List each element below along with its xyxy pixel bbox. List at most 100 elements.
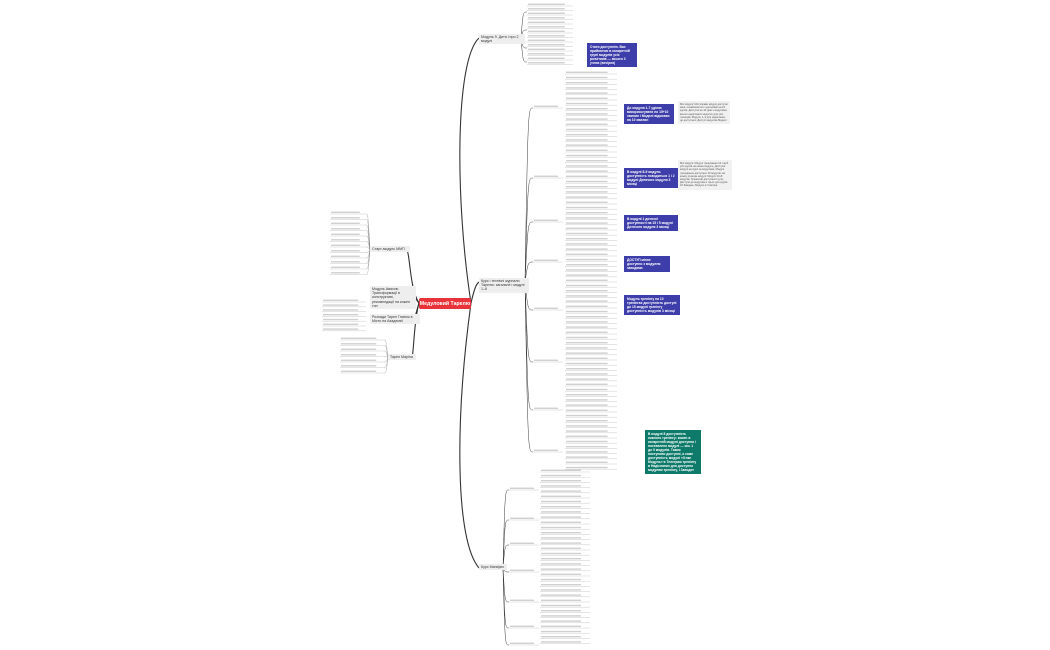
leaf-text-placeholder [528, 57, 565, 59]
leaf-text-placeholder [566, 196, 608, 198]
branch-module-9[interactable]: Модуль 9. Дитя і про 2 модулі [479, 34, 525, 45]
leaf-text-placeholder [566, 357, 608, 359]
leaf-text-placeholder [566, 420, 608, 422]
branch-start-module[interactable]: Старт-модуль ММП [370, 246, 410, 253]
connector-line [383, 357, 389, 374]
leaf-text-placeholder [541, 604, 581, 607]
leaf-text-placeholder [541, 469, 581, 471]
leaf-text-placeholder [566, 373, 608, 375]
leaf-text-placeholder [566, 394, 608, 396]
connector-line [365, 235, 371, 251]
branch-course-manifest[interactable]: Курс Маніфес [479, 564, 507, 571]
branch-tarel-marina[interactable]: Тарел Маріна [388, 354, 416, 361]
leaf-text-placeholder [566, 362, 608, 365]
leaf-text-placeholder [323, 323, 359, 325]
leaf-text-placeholder [566, 440, 608, 443]
leaf-text-placeholder [534, 307, 558, 309]
leaf-text-placeholder [566, 144, 608, 146]
leaf-text-placeholder [566, 378, 608, 380]
leaf-text-placeholder [341, 337, 377, 339]
callout-module-1: В модулі 1 дитячої доступності на 15 і 5… [624, 215, 678, 231]
leaf-text-placeholder [566, 404, 608, 406]
leaf-text-placeholder [341, 348, 377, 350]
leaf-text-placeholder [323, 328, 359, 330]
leaf-text-placeholder [566, 466, 608, 469]
connector-line [406, 249, 420, 304]
leaf-text-placeholder [541, 584, 581, 586]
leaf-text-placeholder [566, 82, 608, 84]
connector-line [383, 357, 389, 363]
connector-line [365, 241, 371, 251]
leaf-text-placeholder [541, 542, 581, 544]
connector-line [365, 249, 371, 275]
leaf-text-placeholder [566, 175, 608, 177]
leaf-text-placeholder [528, 17, 565, 19]
leaf-text-placeholder [541, 573, 581, 575]
leaf-text-placeholder [541, 636, 581, 638]
leaf-text-placeholder [566, 342, 608, 344]
connector-line [520, 11, 528, 39]
leaf-text-placeholder [566, 149, 608, 151]
leaf-text-placeholder [566, 253, 608, 255]
connector-line [365, 230, 371, 251]
leaf-text-placeholder [341, 354, 377, 356]
connector-line [502, 544, 510, 569]
branch-course-technical[interactable]: Курс і технічні журнали Тарелю: загальне… [479, 278, 529, 293]
leaf-text-placeholder [541, 480, 581, 482]
central-topic[interactable]: Медуловий Тарелю [419, 298, 471, 309]
leaf-text-placeholder [541, 630, 581, 633]
leaf-text-placeholder [566, 269, 608, 271]
leaf-text-placeholder [566, 238, 608, 240]
leaf-text-placeholder [566, 76, 608, 79]
connector-line [383, 339, 389, 359]
leaf-text-placeholder [566, 347, 608, 349]
connector-line [383, 345, 389, 359]
leaf-text-placeholder [566, 435, 608, 437]
leaf-text-placeholder [341, 365, 377, 367]
connector-line [524, 107, 534, 283]
leaf-text-placeholder [541, 594, 581, 596]
leaf-text-placeholder [510, 599, 534, 601]
leaf-text-placeholder [566, 243, 608, 245]
callout-access-measures: ДОСТУП мінне доступно з модулем заходами [624, 256, 670, 272]
leaf-text-placeholder [534, 407, 558, 409]
leaf-text-placeholder [541, 547, 581, 549]
connector-line [459, 37, 480, 304]
leaf-text-placeholder [541, 558, 581, 560]
leaf-text-placeholder [331, 239, 360, 241]
leaf-text-placeholder [323, 299, 359, 301]
leaf-text-placeholder [341, 343, 377, 345]
leaf-text-placeholder [566, 305, 608, 307]
leaf-text-placeholder [331, 211, 360, 213]
leaf-text-placeholder [541, 506, 581, 508]
branch-rozlady[interactable]: Розлади Тарел Гнатюк в Місто на Академиї [370, 314, 420, 325]
leaf-text-placeholder [323, 314, 359, 316]
leaf-text-placeholder [541, 615, 581, 617]
leaf-text-placeholder [566, 134, 608, 136]
branch-avakhov[interactable]: Модуль Авахов: Трансформації в конструкт… [370, 286, 416, 310]
leaf-text-placeholder [566, 258, 608, 261]
leaf-text-placeholder [566, 461, 608, 463]
leaf-text-placeholder [566, 201, 608, 203]
leaf-text-placeholder [566, 217, 608, 219]
callout-training: Модуль тренінгу на 10 тренінгах доступні… [624, 295, 680, 315]
leaf-text-placeholder [541, 521, 581, 523]
connector-line [524, 261, 534, 283]
leaf-text-placeholder [566, 331, 608, 333]
leaf-text-placeholder [541, 537, 581, 539]
leaf-text-placeholder [528, 21, 565, 23]
leaf-text-placeholder [534, 449, 558, 451]
leaf-text-placeholder [331, 217, 360, 219]
leaf-text-placeholder [541, 563, 581, 565]
connector-line [383, 357, 389, 368]
leaf-text-placeholder [566, 97, 608, 99]
leaf-text-placeholder [534, 359, 558, 361]
leaf-text-placeholder [331, 228, 360, 230]
connector-line [502, 519, 510, 569]
leaf-text-placeholder [534, 259, 558, 261]
leaf-text-placeholder [541, 485, 581, 487]
leaf-text-placeholder [510, 625, 534, 627]
leaf-text-placeholder [541, 610, 581, 612]
